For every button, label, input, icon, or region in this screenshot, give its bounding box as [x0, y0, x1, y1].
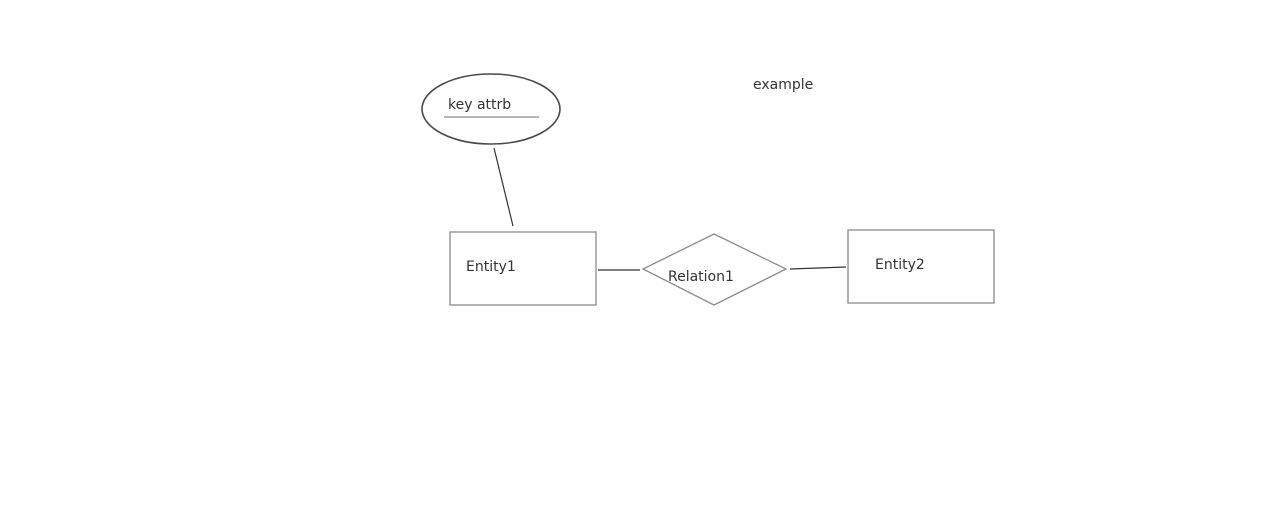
entity-2[interactable]: Entity2: [847, 229, 995, 304]
entity-1[interactable]: Entity1: [449, 231, 597, 306]
diagram-caption: example: [753, 77, 813, 93]
key-attribute-ellipse: [421, 73, 561, 145]
connector-relation-entity2: [789, 266, 847, 270]
entity-1-label: Entity1: [466, 259, 516, 275]
key-attribute-label: key attrb: [448, 97, 511, 113]
connector-attribute-entity1: [493, 147, 514, 227]
relationship-label: Relation1: [668, 269, 734, 285]
key-attribute[interactable]: key attrb: [421, 73, 561, 145]
entity-2-label: Entity2: [875, 257, 925, 273]
relationship[interactable]: Relation1: [641, 233, 788, 306]
relationship-diamond: [641, 233, 788, 306]
entity-2-box: [847, 229, 995, 304]
entity-1-box: [449, 231, 597, 306]
